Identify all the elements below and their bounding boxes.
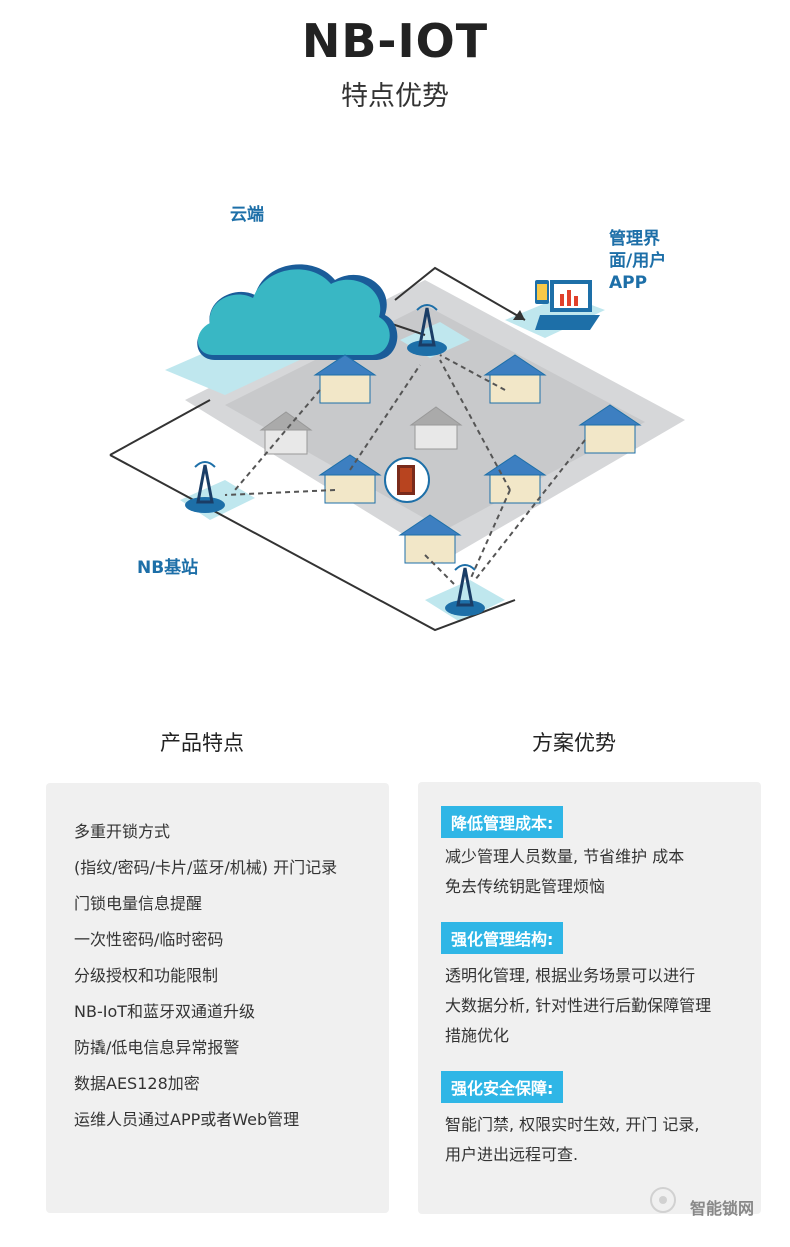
feature-item: 门锁电量信息提醒 — [74, 894, 203, 913]
advantage-line: 大数据分析, 针对性进行后勤保障管理 — [445, 996, 712, 1015]
app-label-line3: APP — [609, 273, 647, 293]
house-icon — [313, 354, 642, 564]
page-subtitle: 特点优势 — [341, 81, 449, 112]
advantage-line: 免去传统钥匙管理烦恼 — [445, 877, 606, 896]
feature-item: NB-IoT和蓝牙双通道升级 — [74, 1002, 256, 1021]
watermark-logo-icon — [650, 1187, 676, 1213]
watermark-text: 智能锁网 — [690, 1199, 755, 1218]
tower-icon-bottom — [445, 564, 485, 616]
laptop-icon — [535, 280, 600, 330]
app-label-line2: 面/用户 — [609, 250, 666, 271]
features-heading: 产品特点 — [160, 731, 244, 755]
advantage-line: 用户进出远程可查. — [445, 1145, 579, 1164]
advantage-tag-cost: 降低管理成本: — [441, 806, 564, 838]
advantage-line: 减少管理人员数量, 节省维护 成本 — [445, 847, 685, 866]
feature-item: 数据AES128加密 — [74, 1074, 200, 1093]
feature-item: 运维人员通过APP或者Web管理 — [74, 1110, 300, 1129]
signal-arrows — [224, 354, 586, 586]
phone-icon — [535, 280, 549, 304]
feature-item: 一次性密码/临时密码 — [74, 930, 224, 949]
app-label-line1: 管理界 — [609, 228, 660, 249]
network-diagram: 云端 管理界 面/用户 APP NB基站 — [109, 204, 685, 632]
feature-item: 防撬/低电信息异常报警 — [74, 1038, 240, 1057]
advantage-line: 智能门禁, 权限实时生效, 开门 记录, — [445, 1115, 700, 1134]
feature-item: 分级授权和功能限制 — [74, 966, 219, 985]
tower-icon-top — [407, 304, 447, 356]
features-panel — [46, 783, 389, 1213]
page-title: NB-IOT — [301, 14, 489, 68]
advantage-tag-security: 强化安全保障: — [441, 1071, 564, 1103]
tower-icon-left — [185, 461, 225, 513]
feature-item: 多重开锁方式 — [74, 822, 171, 841]
uplink-line — [109, 399, 211, 456]
cloud-icon — [197, 264, 398, 360]
advantage-line: 透明化管理, 根据业务场景可以进行 — [445, 966, 696, 985]
station-label: NB基站 — [137, 557, 198, 578]
cloud-label: 云端 — [230, 204, 264, 225]
grey-house-icon — [259, 406, 463, 455]
advantage-line: 措施优化 — [445, 1026, 510, 1045]
advantages-panel — [418, 782, 761, 1214]
advantage-tag-structure: 强化管理结构: — [441, 922, 564, 954]
advantages-heading: 方案优势 — [532, 731, 616, 755]
door-lock-icon — [384, 457, 430, 503]
feature-item: (指纹/密码/卡片/蓝牙/机械) 开门记录 — [74, 858, 338, 877]
